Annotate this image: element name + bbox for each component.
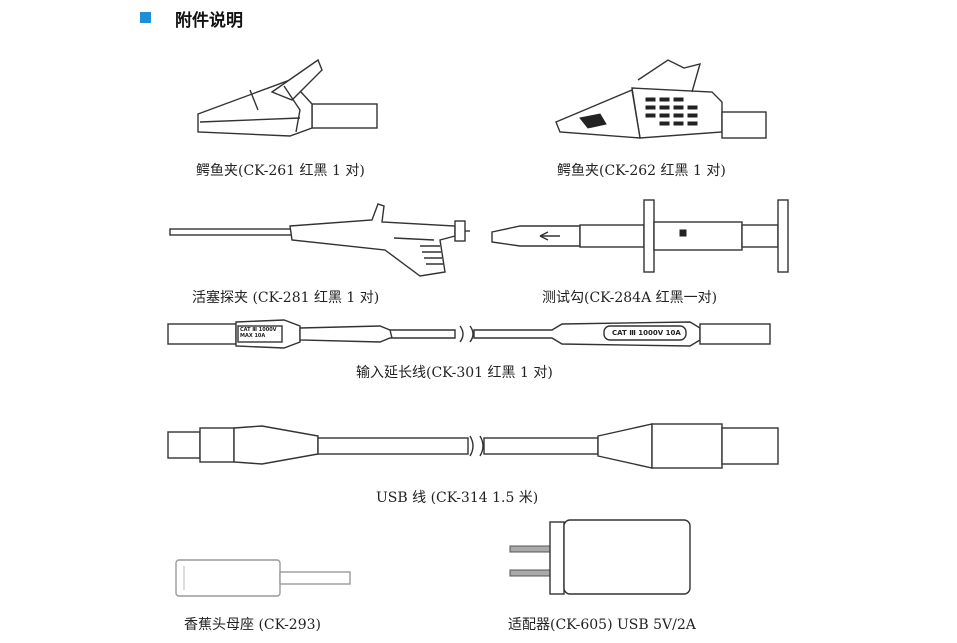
ext-right-marking: CAT Ⅲ 1000V 10A: [612, 329, 681, 337]
usb-adapter-image: [509, 519, 691, 595]
usb-cable-image: [167, 423, 779, 469]
caption-ck293: 香蕉头母座 (CK-293): [184, 617, 321, 633]
alligator-clip-261-image: [197, 58, 378, 137]
extension-lead-image: [167, 319, 771, 349]
caption-ck284a: 测试勾(CK-284A 红黑一对): [542, 290, 718, 306]
alligator-clip-262-image: [555, 59, 767, 139]
piston-probe-clip-image: [169, 203, 470, 277]
caption-ck301: 输入延长线(CK-301 红黑 1 对): [356, 365, 553, 381]
ext-left-marking: CAT Ⅲ 1000V MAX 10A: [240, 327, 277, 339]
banana-socket-image: [175, 559, 351, 597]
section-title: 附件说明: [175, 11, 243, 31]
test-hook-image: [491, 199, 789, 273]
caption-ck261: 鳄鱼夹(CK-261 红黑 1 对): [196, 163, 365, 179]
section-marker-icon: [140, 12, 151, 23]
caption-ck281: 活塞探夹 (CK-281 红黑 1 对): [192, 290, 380, 306]
caption-ck314: USB 线 (CK-314 1.5 米): [376, 490, 539, 506]
caption-ck262: 鳄鱼夹(CK-262 红黑 1 对): [557, 163, 726, 179]
caption-ck605: 适配器(CK-605) USB 5V/2A: [508, 617, 696, 633]
